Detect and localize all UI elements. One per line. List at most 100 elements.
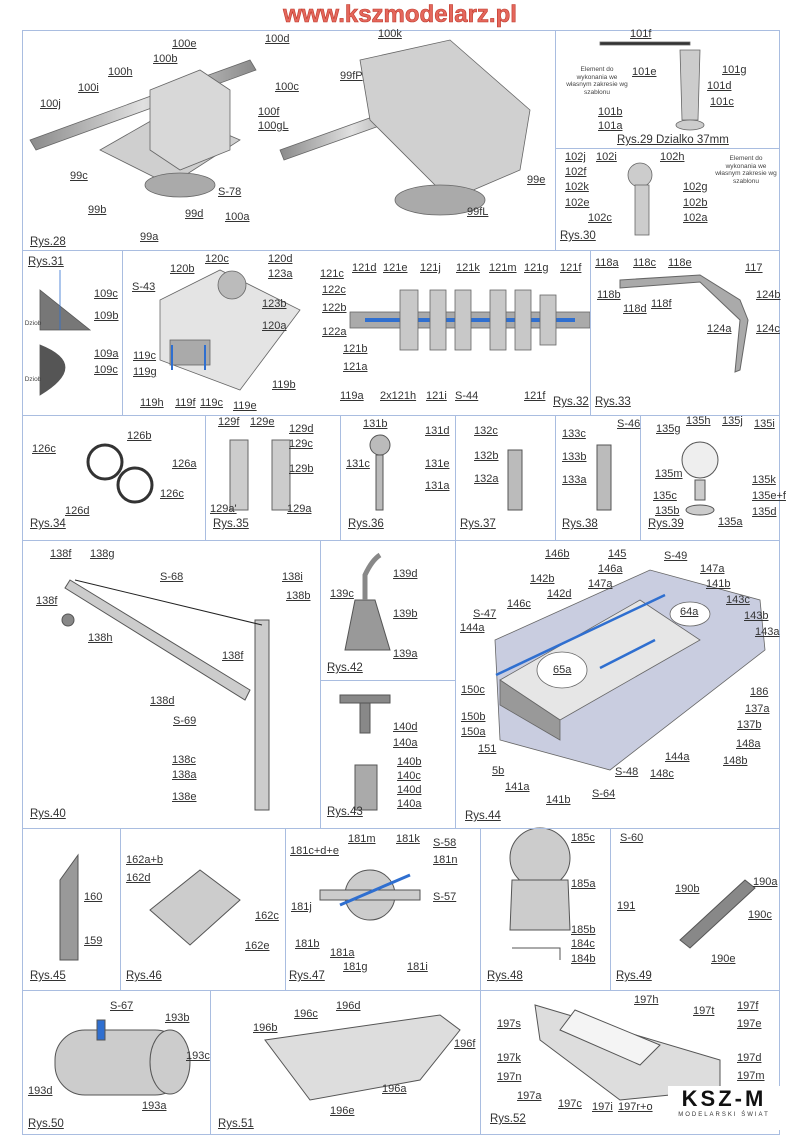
part-label: 100i (78, 82, 99, 94)
part-label: 65a (553, 664, 572, 676)
part-label: 146b (545, 548, 570, 560)
part-label: 144a (460, 622, 485, 634)
part-label: 131a (425, 480, 450, 492)
bow-detail-109 (39, 270, 92, 396)
part-132 (507, 449, 523, 511)
figure-title-rys37: Rys.37 (460, 518, 496, 530)
figure-title-rys34: Rys.34 (30, 518, 66, 530)
part-label: 190b (675, 883, 700, 895)
part-label: 100a (225, 211, 250, 223)
part-label: 102b (683, 197, 708, 209)
part-label: 140d (397, 784, 422, 796)
part-label: 100e (172, 38, 197, 50)
part-label: 120d (268, 253, 293, 265)
part-label: 197e (737, 1018, 762, 1030)
part-label: 133c (562, 428, 586, 440)
part-label: 109b (94, 310, 119, 322)
part-label: 101b (598, 106, 623, 118)
part-label: 121j (420, 262, 441, 274)
part-label: 121m (489, 262, 517, 274)
bollard-140 (339, 694, 391, 811)
part-label: 150b (461, 711, 486, 723)
reels-126 (86, 443, 154, 504)
part-label: 132b (474, 450, 499, 462)
searchlight-135 (681, 441, 719, 516)
part-label: 117 (745, 262, 763, 274)
part-label: 133a (562, 474, 587, 486)
part-label: 122b (322, 302, 347, 314)
part-label: 197h (634, 994, 659, 1006)
part-label: 185b (571, 924, 596, 936)
part-label: 102e (565, 197, 590, 209)
template-note: Element do wykonania we własnym zakresie… (715, 155, 777, 185)
part-label: 143a (755, 626, 780, 638)
part-label: 143c (726, 594, 750, 606)
part-label: 99fL (467, 206, 489, 218)
part-label: 137b (737, 719, 762, 731)
part-label: 142b (530, 573, 555, 585)
part-label: 181c+d+e (290, 845, 339, 857)
part-label: 133b (562, 451, 587, 463)
part-label: 139b (393, 608, 418, 620)
part-label: 101g (722, 64, 747, 76)
part-label: 119g (133, 366, 157, 378)
part-label: 120a (262, 320, 287, 332)
part-label: S-58 (433, 837, 457, 849)
part-label: 126c (160, 488, 184, 500)
ladder-190 (679, 879, 756, 949)
figure-title-rys49: Rys.49 (616, 970, 652, 982)
part-label: 190c (748, 909, 772, 921)
part-label: 193d (28, 1085, 53, 1097)
part-label: 144a (665, 751, 690, 763)
part-label: 131d (425, 425, 450, 437)
part-label: 138a (172, 769, 197, 781)
figure-title-rys42: Rys.42 (327, 662, 363, 674)
part-label: 129a (287, 503, 312, 515)
part-label: 64a (680, 606, 699, 618)
part-label: 121i (426, 390, 447, 402)
figure-title-rys52: Rys.52 (490, 1113, 526, 1125)
part-label: 131b (363, 418, 388, 430)
part-label: 140b (397, 756, 422, 768)
part-label: 100k (378, 28, 402, 40)
lamp-131 (369, 434, 391, 511)
figure-title-rys50: Rys.50 (28, 1118, 64, 1130)
logo-mark: KSZ-M (681, 1086, 767, 1111)
part-label: 99b (88, 204, 107, 216)
part-label: 162c (255, 910, 279, 922)
figure-title-rys48: Rys.48 (487, 970, 523, 982)
part-label: S-57 (433, 891, 457, 903)
logo-tagline: MODELARSKI ŚWIAT (678, 1112, 770, 1118)
part-label: 196d (336, 1000, 361, 1012)
part-label: 197m (737, 1070, 765, 1082)
part-label: 138f (50, 548, 72, 560)
part-label: 132a (474, 473, 499, 485)
part-label: 135c (653, 490, 677, 502)
part-label: 124b (756, 289, 781, 301)
part-label: 181a (330, 947, 355, 959)
part-label: 196f (454, 1038, 476, 1050)
part-label: 135e+f (752, 490, 786, 502)
part-label: 197c (558, 1098, 582, 1110)
figure-title-rys33: Rys.33 (595, 396, 631, 408)
part-label: 100d (265, 33, 290, 45)
part-label: 126b (127, 430, 152, 442)
part-label: 100c (275, 81, 299, 93)
template-note: Element do wykonania we własnym zakresie… (566, 66, 628, 96)
part-label: 142d (547, 588, 572, 600)
part-label: 129c (289, 438, 313, 450)
figure-title-rys51: Rys.51 (218, 1118, 254, 1130)
part-label: 119c (200, 397, 224, 409)
part-label: 141b (706, 578, 731, 590)
part-label: 140a (397, 798, 422, 810)
part-label: 102f (565, 166, 587, 178)
part-label: 181i (407, 961, 428, 973)
part-label: 196b (253, 1022, 278, 1034)
part-label: 131c (346, 458, 370, 470)
part-label: 197a (517, 1090, 542, 1102)
parts-129 (229, 439, 291, 511)
part-label: S-48 (615, 766, 639, 778)
part-label: 138d (150, 695, 175, 707)
part-label: 126c (32, 443, 56, 455)
part-label: 122a (322, 326, 347, 338)
